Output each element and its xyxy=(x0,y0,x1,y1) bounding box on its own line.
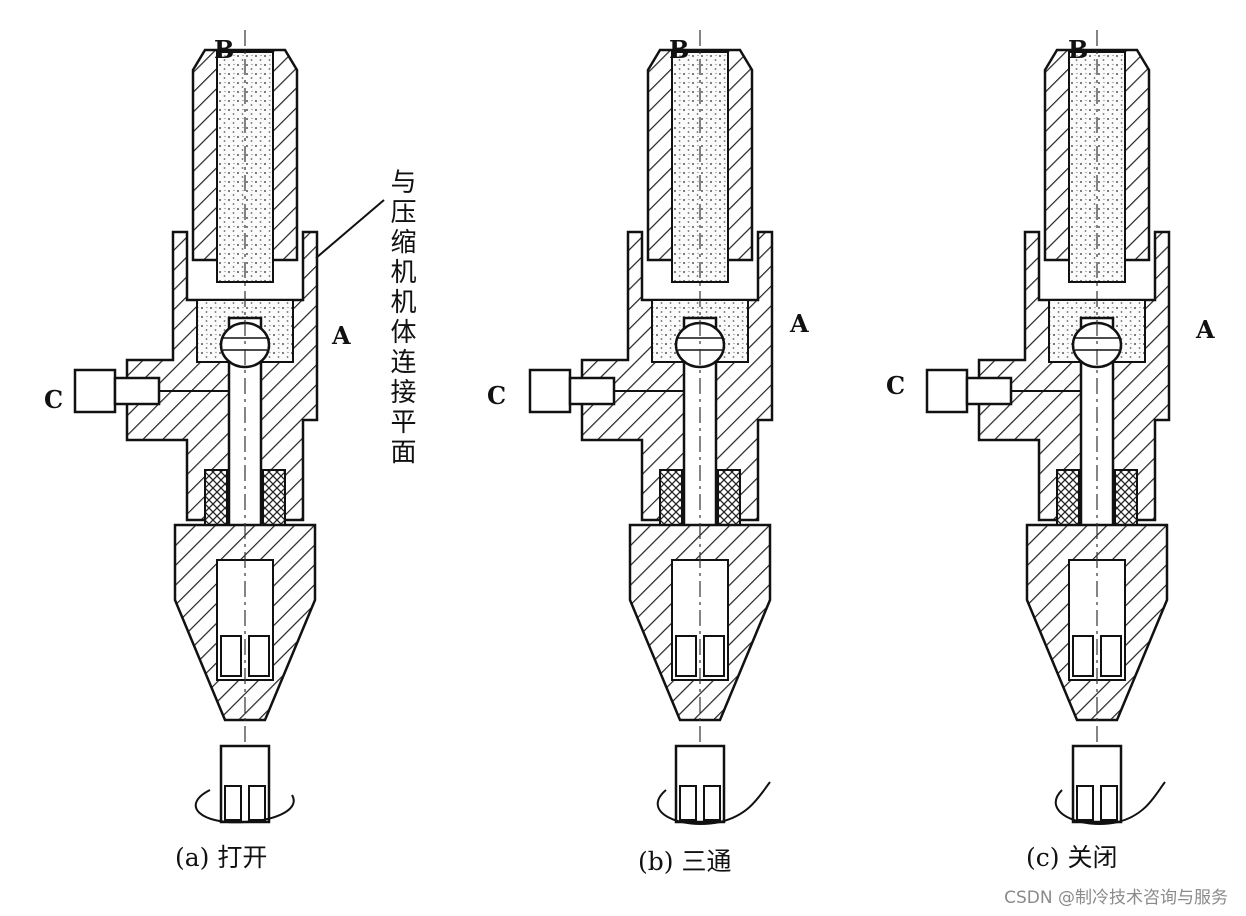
watermark: CSDN @制冷技术咨询与服务 xyxy=(1004,888,1228,908)
label-a-c: A xyxy=(1196,315,1215,344)
valve-open xyxy=(73,28,319,824)
caption-closed: (c) 关闭 xyxy=(1026,843,1118,872)
label-b-a: B xyxy=(214,35,235,64)
label-c-a: C xyxy=(44,385,64,414)
label-a-b: A xyxy=(790,309,809,338)
label-c-b: C xyxy=(487,381,507,410)
label-c-c: C xyxy=(886,371,906,400)
valve-closed xyxy=(925,28,1171,824)
valve-three-way xyxy=(528,28,774,824)
caption-open: (a) 打开 xyxy=(175,843,268,872)
mounting-plane-annotation: 与压缩机机体连接平面 xyxy=(386,168,416,468)
rotate-arrow-a xyxy=(194,789,295,824)
annotation-leader xyxy=(315,199,385,259)
caption-three-way: (b) 三通 xyxy=(638,847,732,876)
label-b-c: B xyxy=(1068,35,1089,64)
label-b-b: B xyxy=(669,35,690,64)
rotate-arrow-b xyxy=(656,781,771,825)
label-a-a: A xyxy=(332,321,351,350)
rotate-arrow-c xyxy=(1054,781,1166,825)
